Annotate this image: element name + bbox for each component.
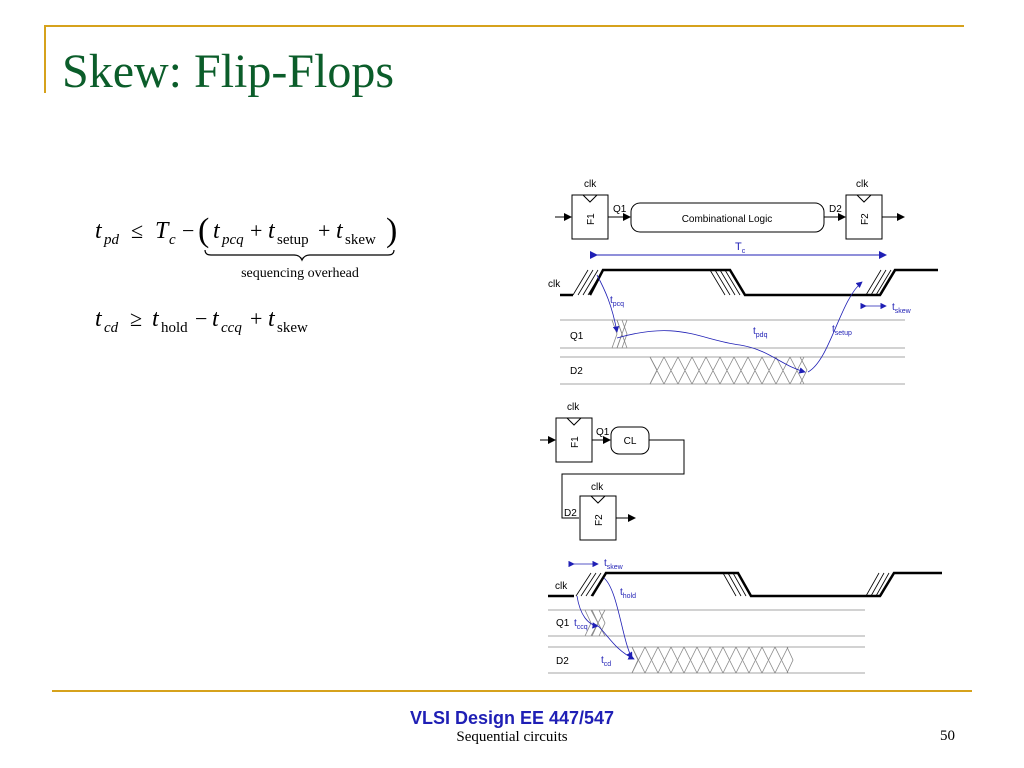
ff2-label: F2 xyxy=(860,213,871,225)
svg-text:+: + xyxy=(250,306,262,331)
q1-label: Q1 xyxy=(613,204,627,215)
footer-topic: Sequential circuits xyxy=(456,729,568,745)
page-number: 50 xyxy=(940,728,955,744)
clk-label-ff1: clk xyxy=(584,179,597,190)
svg-text:skew: skew xyxy=(345,232,376,248)
d2-label-hold: D2 xyxy=(564,508,577,519)
slide-title: Skew: Flip-Flops xyxy=(62,45,395,98)
svg-text:hold: hold xyxy=(161,320,188,336)
clk-label-ff2-hold: clk xyxy=(591,482,604,493)
svg-text:pd: pd xyxy=(103,232,120,248)
svg-text:t: t xyxy=(95,218,103,244)
timing-q1-label: Q1 xyxy=(570,331,584,342)
thold-label: thold xyxy=(620,587,636,600)
tccq-label: tccq xyxy=(574,618,588,631)
svg-text:pcq: pcq xyxy=(221,232,244,248)
equation-hold-constraint: t cd ≥ t hold − t ccq + t skew xyxy=(95,306,308,336)
svg-text:≤: ≤ xyxy=(131,218,143,243)
timing-clk-label-hold: clk xyxy=(555,581,568,592)
svg-text:−: − xyxy=(195,306,207,331)
svg-text:t: t xyxy=(268,306,276,332)
ff2-label-hold: F2 xyxy=(594,514,605,526)
timing-q1-label-hold: Q1 xyxy=(556,618,570,629)
clk-label-ff2: clk xyxy=(856,179,869,190)
svg-text:t: t xyxy=(95,306,103,332)
underbrace-label: sequencing overhead xyxy=(241,266,359,281)
bottom-rule xyxy=(52,690,972,692)
svg-text:t: t xyxy=(212,306,220,332)
tpdq-label: tpdq xyxy=(753,326,768,339)
svg-text:cd: cd xyxy=(104,320,119,336)
svg-text:c: c xyxy=(169,232,176,248)
tskew-label-bottom: tskew xyxy=(604,558,624,571)
equation-setup-constraint: t pd ≤ T c − ( t pcq + t setup + t skew … xyxy=(95,212,397,249)
svg-text:t: t xyxy=(336,218,344,244)
ff1-label-hold: F1 xyxy=(570,436,581,448)
d2-label: D2 xyxy=(829,204,842,215)
cl-label: CL xyxy=(624,436,637,447)
svg-text:t: t xyxy=(152,306,160,332)
svg-text:T: T xyxy=(155,218,170,244)
svg-text:): ) xyxy=(386,212,397,249)
svg-text:≥: ≥ xyxy=(130,306,142,331)
svg-text:ccq: ccq xyxy=(221,320,242,336)
combinational-logic-label: Combinational Logic xyxy=(682,214,773,225)
timing-d2-label-hold: D2 xyxy=(556,656,569,667)
svg-text:(: ( xyxy=(198,212,209,249)
circuit-setup xyxy=(555,194,905,240)
timing-setup xyxy=(560,268,938,385)
tcd-label: tcd xyxy=(601,655,611,668)
svg-text:skew: skew xyxy=(277,320,308,336)
footer-course-title: VLSI Design EE 447/547 xyxy=(409,708,615,728)
left-accent-rule xyxy=(44,25,46,93)
tc-label: Tc xyxy=(735,241,746,255)
top-rule xyxy=(44,25,964,27)
timing-hold xyxy=(548,560,942,674)
svg-text:setup: setup xyxy=(277,232,309,248)
svg-text:t: t xyxy=(268,218,276,244)
underbrace xyxy=(204,249,395,262)
clk-label-ff1-hold: clk xyxy=(567,402,580,413)
tskew-label-top: tskew xyxy=(892,302,912,315)
svg-text:+: + xyxy=(318,218,330,243)
svg-text:−: − xyxy=(182,218,194,243)
tsetup-label: tsetup xyxy=(832,324,852,337)
timing-d2-label: D2 xyxy=(570,366,583,377)
q1-label-hold: Q1 xyxy=(596,427,610,438)
ff1-label: F1 xyxy=(586,213,597,225)
tpcq-label: tpcq xyxy=(610,295,624,308)
svg-text:+: + xyxy=(250,218,262,243)
circuit-hold xyxy=(540,417,685,541)
svg-text:t: t xyxy=(213,218,221,244)
timing-clk-label: clk xyxy=(548,279,561,290)
